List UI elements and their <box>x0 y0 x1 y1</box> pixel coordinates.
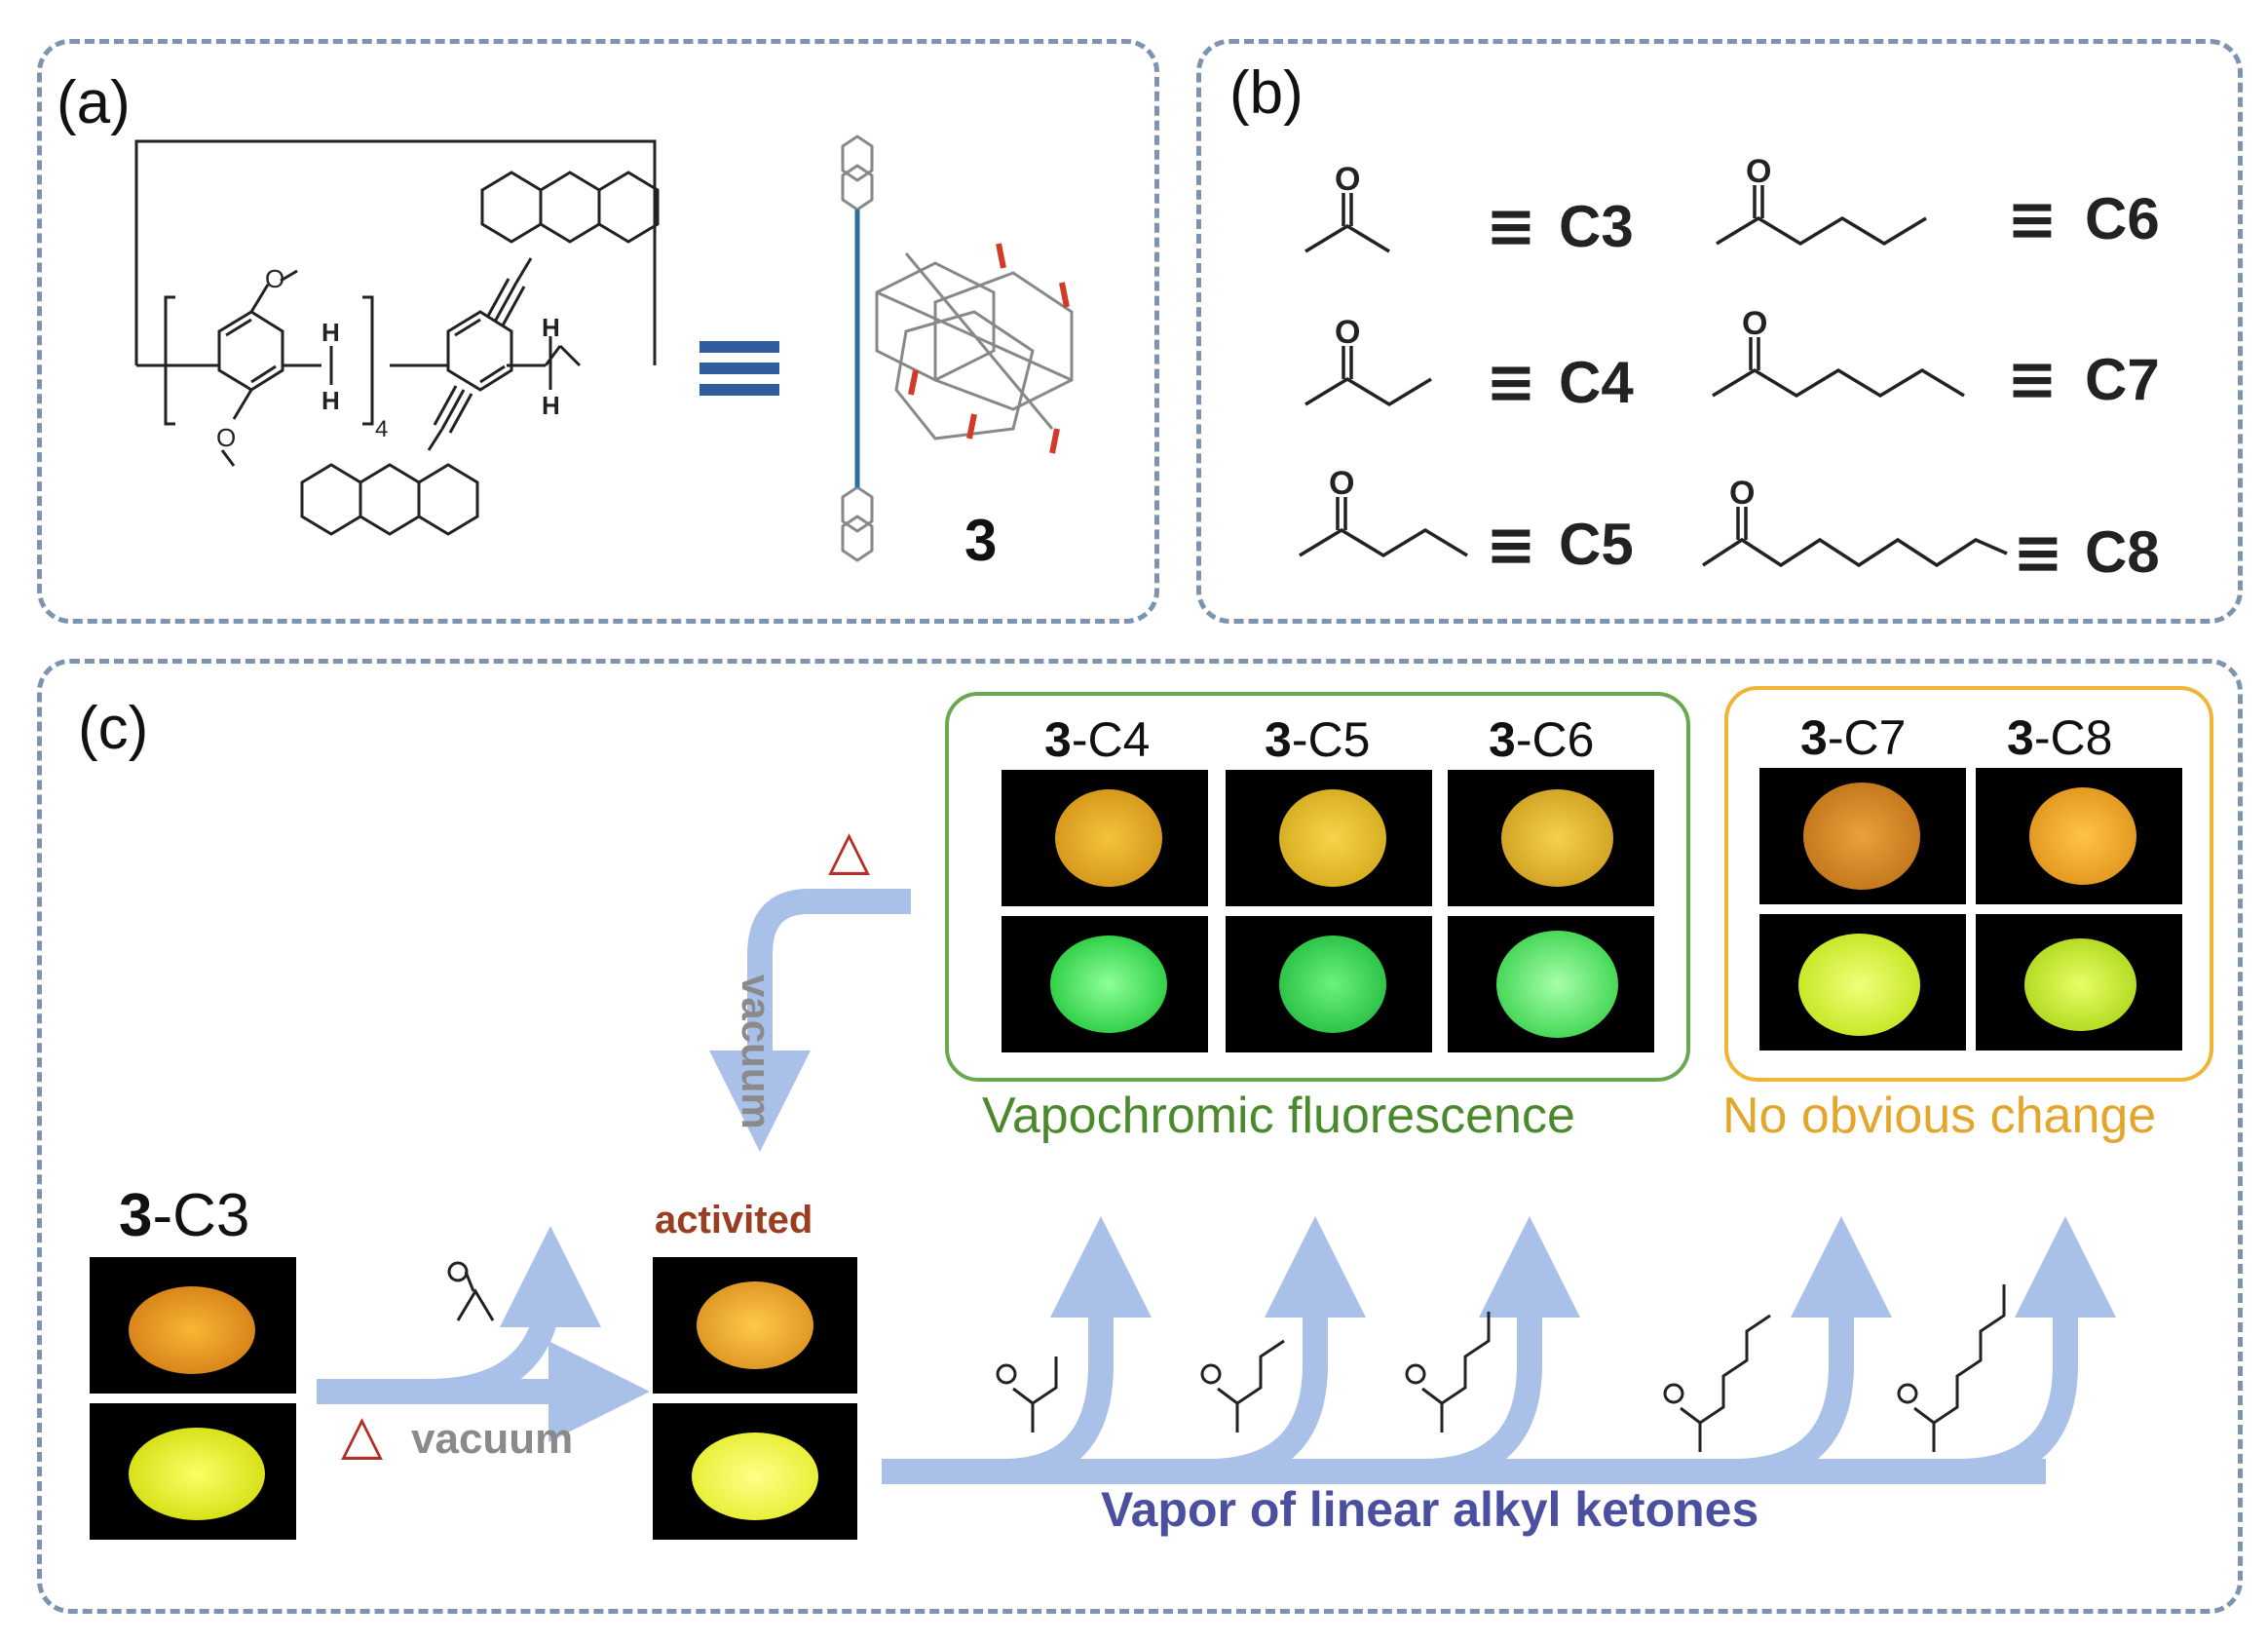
orange-group-caption: No obvious change <box>1722 1088 2157 1144</box>
green-group-caption: Vapochromic fluorescence <box>982 1088 1575 1144</box>
panel-a <box>37 39 1159 624</box>
sample-c4-daylight <box>1002 770 1208 906</box>
oxygen-top-label: O <box>265 264 284 293</box>
sample-c8-uv <box>1976 914 2182 1051</box>
sample-c5-daylight <box>1226 770 1432 906</box>
equiv-c8: ≡ <box>2013 516 2063 588</box>
c4-oxygen: O <box>1335 314 1360 351</box>
panel-b <box>1196 39 2243 624</box>
pillararene-structure-drawing: O O H H H H 4 3 <box>134 134 1074 573</box>
activated-label: activited <box>655 1199 813 1242</box>
hydrogen-label-3: H <box>542 313 560 342</box>
equiv-c3: ≡ <box>1486 190 1536 261</box>
sample-c6-daylight <box>1448 770 1654 906</box>
ketone-code-c8: C8 <box>2085 519 2160 585</box>
sample-label-c7: 3-C7 <box>1800 710 1907 765</box>
delta-icon: △ <box>341 1403 384 1467</box>
equivalence-blue-icon <box>699 341 779 396</box>
c5-oxygen: O <box>1329 465 1354 502</box>
ketone-code-c7: C7 <box>2085 347 2160 412</box>
sample-c6-uv <box>1448 916 1654 1052</box>
ketone-code-c3: C3 <box>1559 194 1634 259</box>
sample-activated-daylight <box>653 1257 857 1394</box>
c3-oxygen: O <box>1335 161 1360 198</box>
sample-c8-daylight <box>1976 768 2182 904</box>
crystal-model-icon <box>841 134 1074 562</box>
ketone-code-c6: C6 <box>2085 186 2160 251</box>
vapor-caption: Vapor of linear alkyl ketones <box>1101 1482 1759 1537</box>
sample-c4-uv <box>1002 916 1208 1052</box>
ketone-structures: O O O O O O <box>1299 153 2008 568</box>
sample-label-c6: 3-C6 <box>1489 712 1595 767</box>
sample-activated-uv <box>653 1403 857 1540</box>
group-orange-frame <box>1724 686 2213 1082</box>
ketone-code-c5: C5 <box>1559 512 1634 577</box>
hydrogen-label-2: H <box>321 386 340 415</box>
sample-c7-uv <box>1759 914 1966 1051</box>
sample-label-c3: 3-C3 <box>119 1182 250 1249</box>
hydrogen-label-1: H <box>321 318 340 347</box>
sample-label-c5: 3-C5 <box>1265 712 1371 767</box>
c8-oxygen: O <box>1729 475 1755 512</box>
hydrogen-label-4: H <box>542 391 560 420</box>
c7-oxygen: O <box>1742 305 1767 342</box>
sample-c5-uv <box>1226 916 1432 1052</box>
equiv-c6: ≡ <box>2007 183 2058 254</box>
ketone-code-c4: C4 <box>1559 350 1634 415</box>
vacuum-label-vertical: vacuum <box>734 974 779 1129</box>
vacuum-label-horizontal: vacuum <box>411 1415 574 1463</box>
equiv-c4: ≡ <box>1486 346 1536 417</box>
sample-label-c8: 3-C8 <box>2007 710 2113 765</box>
oxygen-bottom-label: O <box>216 423 236 452</box>
equiv-c5: ≡ <box>1486 509 1536 580</box>
compound-number-label: 3 <box>964 508 997 573</box>
panel-a-label: (a) <box>57 69 131 136</box>
group-green-frame <box>945 692 1690 1082</box>
panel-b-label: (b) <box>1229 59 1304 127</box>
panel-c-label: (c) <box>78 695 149 762</box>
equiv-c7: ≡ <box>2007 343 2058 414</box>
delta-icon-top: △ <box>828 819 871 882</box>
sample-c3-daylight <box>90 1257 296 1394</box>
sample-label-c4: 3-C4 <box>1044 712 1151 767</box>
sample-c7-daylight <box>1759 768 1966 904</box>
repeat-subscript: 4 <box>375 416 388 442</box>
panel-c <box>37 659 2243 1614</box>
c6-oxygen: O <box>1746 153 1771 190</box>
sample-c3-uv <box>90 1403 296 1540</box>
